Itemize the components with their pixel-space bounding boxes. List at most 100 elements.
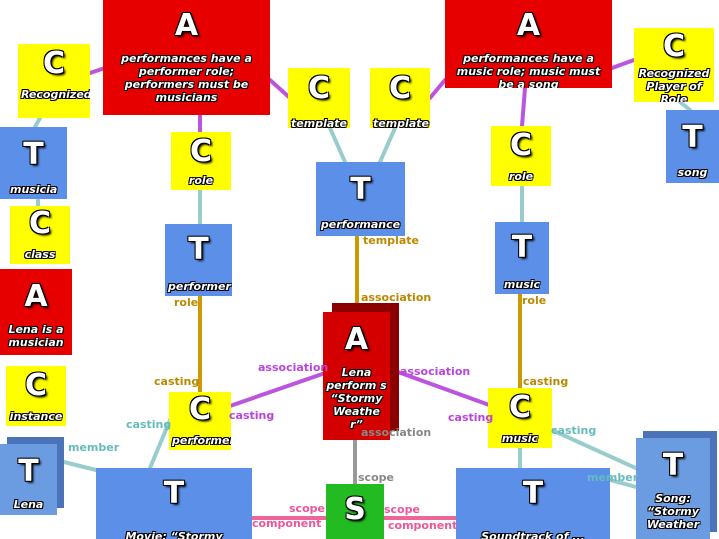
node-letter: C: [509, 128, 533, 163]
node-letter: C: [28, 206, 52, 241]
node-letter: A: [24, 279, 48, 314]
topic-class-recognized-player-right[interactable]: C Recognized Player of Role: [634, 28, 714, 102]
edge-label-association-left: association: [258, 361, 329, 374]
edge-a-right-to-c-template2: [428, 78, 447, 100]
node-caption: music: [503, 278, 541, 291]
topic-class-music[interactable]: C music: [488, 388, 552, 448]
node-letter: A: [174, 8, 199, 43]
edge-a-right-to-c-role-right: [520, 86, 527, 128]
topic-song-stormy-weather[interactable]: T Song: “Stormy Weather: [636, 438, 710, 539]
node-caption: Lena: [13, 498, 44, 511]
node-letter: T: [163, 476, 185, 511]
node-letter: C: [388, 71, 412, 106]
edge-label-template: template: [363, 234, 419, 247]
topic-class-template-left[interactable]: C template: [288, 68, 350, 128]
edge-a-right-to-c-topright: [610, 58, 636, 70]
topic-music[interactable]: T music: [495, 222, 549, 294]
node-caption: music: [501, 432, 539, 445]
node-caption: Movie: “Stormy: [125, 530, 223, 539]
topic-lena[interactable]: T Lena: [0, 444, 57, 515]
edge-label-association-top: association: [361, 291, 432, 304]
edge-label-member-right: member: [587, 471, 639, 484]
node-caption: Lena is a musician: [8, 323, 64, 349]
node-caption: role: [508, 170, 534, 183]
edge-label-casting-right-outer: casting: [551, 424, 597, 437]
topic-class-recognized-player-left[interactable]: C Recognized Player of Rol: [18, 44, 90, 118]
node-caption: template: [373, 117, 429, 128]
topic-class-instance[interactable]: C instance: [6, 366, 66, 426]
topic-performance[interactable]: T performance: [316, 162, 405, 236]
node-caption: performer: [172, 434, 231, 447]
node-caption: class: [24, 248, 56, 261]
node-caption: performance: [320, 218, 401, 231]
topic-soundtrack[interactable]: T Soundtrack of ...: [456, 468, 610, 539]
association-node-lena-is-musician[interactable]: A Lena is a musician: [0, 269, 72, 355]
node-letter: C: [24, 368, 48, 403]
edge-t-lena-to-t-movie: [62, 460, 98, 472]
node-letter: A: [344, 322, 369, 357]
node-caption: musicia: [10, 183, 58, 196]
topic-movie-stormy-weather[interactable]: T Movie: “Stormy: [96, 468, 252, 539]
topic-class-role-right[interactable]: C role: [491, 126, 551, 186]
edge-c-template2-to-t-performance: [378, 126, 397, 164]
node-letter: C: [662, 29, 686, 64]
edge-label-component-right: component: [388, 519, 458, 532]
scope-node[interactable]: S: [326, 484, 384, 539]
edge-c-topright-to-t-song: [678, 100, 692, 112]
edge-label-scope-left: scope: [289, 502, 325, 515]
node-caption: performances have a music role; music mu…: [456, 52, 601, 88]
node-caption: Song: “Stormy Weather: [646, 492, 700, 531]
edge-label-casting-right-inner: casting: [448, 411, 494, 424]
node-caption: template: [291, 117, 347, 128]
node-letter: A: [516, 8, 541, 43]
association-node-lena-performs-stormy-weather[interactable]: A Lena perform s “Stormy Weathe r”: [323, 312, 390, 440]
node-caption: performer: [168, 280, 231, 293]
edge-label-association-bottom: association: [361, 426, 432, 439]
topic-class-role-left[interactable]: C role: [171, 132, 231, 190]
edge-label-scope-right: scope: [384, 503, 420, 516]
topic-class-performer[interactable]: C performer: [169, 392, 231, 450]
topic-song[interactable]: T song: [666, 110, 719, 183]
edge-label-member-left: member: [68, 441, 120, 454]
node-caption: Soundtrack of ...: [481, 530, 585, 539]
edge-label-association-right: association: [400, 365, 471, 378]
edge-label-casting-left: casting: [154, 375, 200, 388]
node-caption: Lena perform s “Stormy Weathe r”: [326, 366, 387, 431]
node-letter: T: [662, 448, 684, 483]
topic-class-class[interactable]: C class: [10, 206, 70, 264]
edge-a-center-to-c-music: [396, 370, 494, 408]
edge-c-music-to-t-songsw: [550, 428, 642, 472]
association-node-performer-constraint[interactable]: A performances have a performer role; pe…: [103, 0, 270, 115]
node-caption: instance: [9, 410, 63, 423]
edge-c-template1-to-t-performance: [328, 126, 347, 164]
node-caption: song: [677, 166, 708, 179]
node-letter: C: [307, 71, 331, 106]
topic-performer[interactable]: T performer: [165, 224, 232, 296]
node-letter: C: [508, 390, 532, 425]
node-letter: T: [23, 137, 44, 172]
topic-musician[interactable]: T musicia: [0, 127, 67, 199]
node-caption: role: [188, 174, 214, 187]
edge-label-casting-right: casting: [523, 375, 569, 388]
node-letter: T: [682, 120, 703, 155]
edge-a-left-to-c-template1: [268, 78, 292, 100]
node-letter: T: [522, 476, 544, 511]
edge-label-component-left: component: [252, 517, 322, 530]
edge-label-casting-left-outer: casting: [126, 418, 172, 431]
edge-label-casting-left-inner: casting: [229, 409, 275, 422]
edge-c-performer-to-t-movie: [148, 418, 172, 470]
node-letter: C: [42, 46, 66, 81]
edge-c-topleft-to-a-left: [88, 66, 107, 75]
node-caption: Recognized Player of Rol: [21, 88, 90, 101]
node-letter: T: [188, 232, 209, 267]
edge-label-role-left: role: [174, 296, 199, 309]
node-letter: T: [18, 454, 39, 489]
association-node-music-constraint[interactable]: A performances have a music role; music …: [445, 0, 612, 88]
edge-label-scope-center: scope: [358, 471, 394, 484]
node-caption: Recognized Player of Role: [638, 67, 710, 102]
node-letter: S: [344, 492, 366, 527]
edge-t-songsw-to-t-soundtrack: [608, 478, 642, 490]
topic-class-template-right[interactable]: C template: [370, 68, 430, 128]
node-letter: T: [350, 172, 371, 207]
